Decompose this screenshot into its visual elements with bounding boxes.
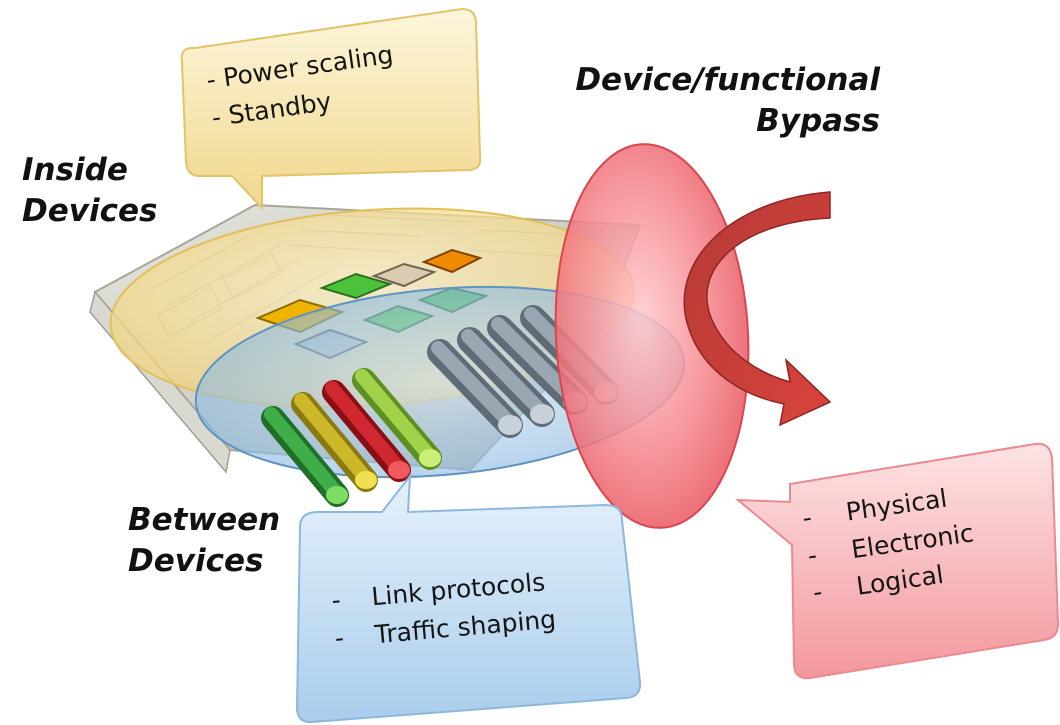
between-devices-line-1: Between xyxy=(128,502,281,538)
list-dash: - xyxy=(800,502,814,533)
bypass-callout xyxy=(735,442,1060,680)
cables-colored xyxy=(261,368,442,507)
cable-lime xyxy=(352,368,442,470)
bypass-heading-line-1: Device/functional xyxy=(575,62,880,98)
chip-beige xyxy=(371,262,437,288)
inside-devices-heading: Inside Devices xyxy=(22,150,157,232)
curved-arrow-icon xyxy=(683,191,832,427)
cable-grey-1 xyxy=(427,339,523,438)
bypass-region xyxy=(554,143,750,529)
bypass-arrow-body xyxy=(683,191,832,427)
bypass-heading-line-2: Bypass xyxy=(756,102,880,139)
list-dash: - xyxy=(805,539,819,570)
bypass-heading: Device/functional Bypass xyxy=(556,60,880,142)
cable-yellow xyxy=(291,392,378,492)
inside-callout-bubble xyxy=(180,7,482,211)
between-callout xyxy=(295,472,642,724)
cable-green xyxy=(261,406,349,507)
bypass-item-3-text: Logical xyxy=(854,559,946,601)
list-dash: - xyxy=(333,622,346,653)
chip-orange xyxy=(421,248,483,274)
bypass-callout-list: -Physical -Electronic -Logical xyxy=(800,477,981,612)
cable-red xyxy=(322,380,411,482)
inside-devices-line-2: Devices xyxy=(22,192,158,229)
cable-grey-2 xyxy=(457,327,555,427)
bypass-callout-bubble xyxy=(735,442,1060,680)
chip-green xyxy=(318,272,394,300)
between-devices-line-2: Devices xyxy=(128,542,264,579)
list-dash: - xyxy=(330,585,342,615)
list-dash: - xyxy=(810,576,824,607)
inside-callout xyxy=(180,7,482,211)
inside-devices-line-1: Inside xyxy=(22,152,128,188)
between-devices-heading: Between Devices xyxy=(128,500,280,582)
between-callout-bubble xyxy=(295,472,642,724)
